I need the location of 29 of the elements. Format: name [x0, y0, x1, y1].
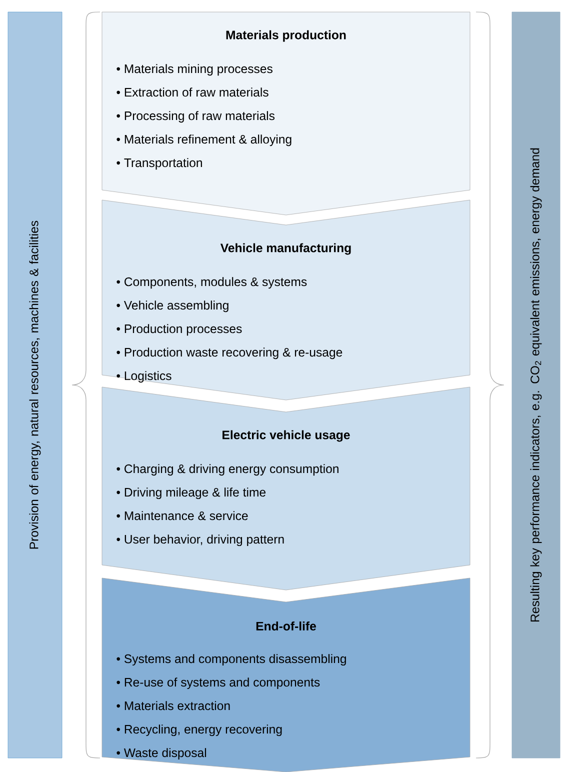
bullet-item: • Charging & driving energy consumption	[116, 464, 338, 476]
heading: End-of-life	[256, 622, 316, 631]
bullet-item: • Extraction of raw materials	[116, 88, 268, 97]
bullet-item: • Materials mining processes	[116, 64, 272, 76]
bullet-item: • Production processes	[116, 324, 242, 336]
bullet-item: • Production waste recovering & re-usage	[116, 348, 342, 360]
side-band: Resulting key performance indicators, e.g. CO$_{2}$ equivalent emissions, energy demand	[512, 12, 560, 758]
bullet-item: • Components, modules & systems	[116, 277, 307, 289]
bullet-item: • Maintenance & service	[116, 511, 248, 520]
bullet-item: • Logistics	[116, 371, 172, 383]
bullet-item: • Vehicle assembling	[116, 300, 228, 312]
bullet-item: • User behavior, driving pattern	[116, 534, 284, 546]
bullet-item: • Waste disposal	[116, 748, 206, 760]
bullet-item: • Materials refinement & alloying	[116, 134, 292, 146]
bullet-item: • Re-use of systems and components	[116, 678, 320, 690]
bullet-item: • Transportation	[116, 158, 202, 170]
bullet-item: • Recycling, energy recovering	[116, 724, 282, 736]
side-band: Provision of energy, natural resources, machines & facilities	[8, 12, 62, 758]
heading: Vehicle manufacturing	[220, 243, 351, 255]
chevron-box	[102, 200, 470, 400]
chevron-box	[102, 12, 470, 216]
bullet-item: • Processing of raw materials	[116, 111, 275, 123]
bullet-item: • Materials extraction	[116, 701, 230, 710]
heading: Electric vehicle usage	[222, 430, 350, 442]
heading: Materials production	[226, 30, 346, 42]
bullet-item: • Systems and components disassembling	[116, 654, 346, 666]
chevron-box	[102, 386, 470, 590]
bullet-item: • Driving mileage & life time	[116, 488, 266, 500]
chevron-box	[102, 578, 470, 772]
